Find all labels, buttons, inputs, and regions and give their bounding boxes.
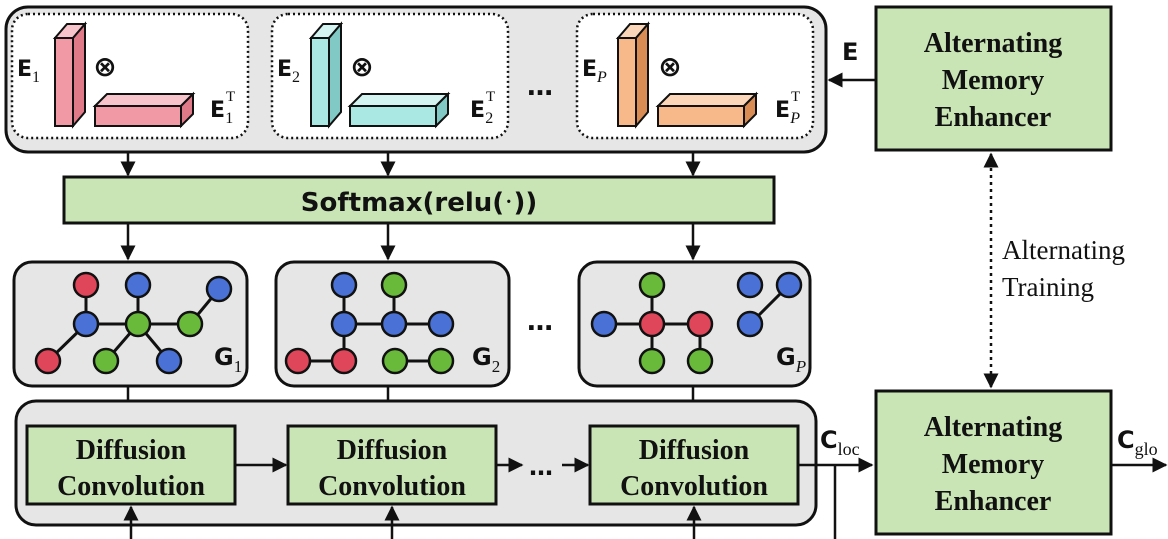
otimes-symbol: ⊗ (350, 50, 373, 83)
embedding-label: E1 (17, 57, 40, 86)
graph-node (124, 271, 152, 299)
embedding-row (94, 105, 182, 127)
enhancer-box-top (874, 5, 1113, 152)
softmax-box (62, 175, 776, 225)
graph-ellipsis: … (527, 307, 553, 337)
graph-structure-3 (590, 271, 803, 375)
diffusion-2-line2: Convolution (318, 471, 466, 502)
diffusion-box-p (588, 424, 800, 506)
embedding-ellipsis: … (527, 72, 553, 102)
enhancer-top-line3: Enhancer (935, 102, 1052, 133)
graph-node (92, 347, 120, 375)
graph-node (155, 347, 183, 375)
graph-node (205, 275, 233, 303)
graph-node (72, 310, 100, 338)
graph-node (736, 271, 764, 299)
embedding-row (349, 105, 437, 127)
otimes-symbol: ⊗ (658, 50, 681, 83)
graph-node (124, 310, 152, 338)
graph-node (381, 347, 409, 375)
c-glo-label: Cglo (1117, 426, 1158, 459)
diffusion-2-line1: Diffusion (337, 435, 448, 466)
c-loc-label: Cloc (820, 426, 860, 459)
diffusion-1-line2: Convolution (57, 471, 205, 502)
graph-node (427, 310, 455, 338)
graph-node (380, 310, 408, 338)
graph-node (330, 347, 358, 375)
graph-label-p: GP (776, 343, 806, 376)
diffusion-box-1 (25, 424, 237, 506)
graph-node (380, 271, 408, 299)
embedding-column (617, 37, 637, 127)
embedding-row-top (92, 93, 196, 107)
enhancer-bottom-line1: Alternating (924, 412, 1062, 443)
softmax-label: Softmax(relu(·)) (301, 187, 537, 218)
graph-label-1: G1 (214, 343, 242, 376)
graph-node (330, 271, 358, 299)
embedding-label: E2 (277, 57, 300, 86)
enhancer-top-line2: Memory (942, 65, 1045, 96)
graph-node (686, 310, 714, 338)
embedding-column (54, 37, 74, 127)
enhancer-box-bottom (874, 389, 1113, 536)
graph-node (686, 347, 714, 375)
otimes-symbol: ⊗ (93, 50, 116, 83)
embedding-column (310, 37, 330, 127)
graph-node (176, 310, 204, 338)
graph-label-2: G2 (472, 343, 500, 376)
diffusion-p-line2: Convolution (620, 471, 768, 502)
graph-node (775, 271, 803, 299)
embedding-column-side (328, 21, 342, 129)
graph-node (638, 271, 666, 299)
alt-training-line1: Alternating (1002, 235, 1125, 265)
diffusion-box-2 (286, 424, 498, 506)
alt-training-line2: Training (1002, 272, 1094, 302)
embedding-row-top (347, 93, 451, 107)
embedding-column-side (72, 21, 86, 129)
graph-structure-2 (284, 271, 455, 375)
embedding-label: EP (582, 57, 607, 86)
enhancer-bottom-line3: Enhancer (935, 486, 1052, 517)
graph-node (284, 347, 312, 375)
graph-node (34, 347, 62, 375)
enhancer-bottom-line2: Memory (942, 449, 1045, 480)
diffusion-p-line1: Diffusion (639, 435, 750, 466)
graph-node (330, 310, 358, 338)
graph-node (638, 310, 666, 338)
graph-node (638, 347, 666, 375)
enhancer-top-line1: Alternating (924, 28, 1062, 59)
e-arrow-label: E (842, 38, 858, 66)
graph-node (590, 310, 618, 338)
embedding-column-side (635, 21, 649, 129)
diffusion-1-line1: Diffusion (76, 435, 187, 466)
graph-node (72, 271, 100, 299)
embedding-row (657, 105, 745, 127)
graph-node (427, 347, 455, 375)
embedding-row-top (655, 93, 759, 107)
diffusion-ellipsis: … (529, 453, 553, 481)
graph-node (736, 310, 764, 338)
graph-structure-1 (34, 271, 233, 375)
